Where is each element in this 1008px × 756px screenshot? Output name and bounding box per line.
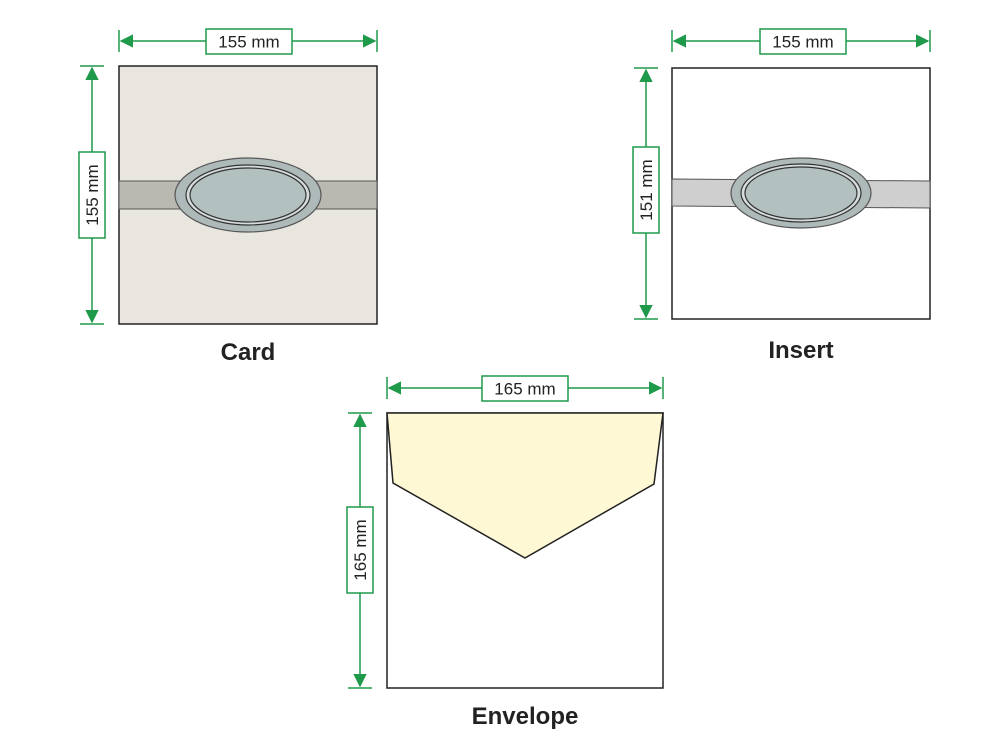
insert-group: 155 mm 151 mm Insert bbox=[632, 28, 931, 364]
card-group: 155 mm 155 mm Card bbox=[78, 28, 378, 366]
card-width-label-box bbox=[205, 28, 293, 55]
insert-width-label: 155 mm bbox=[772, 33, 833, 52]
insert-height-label-box bbox=[632, 146, 660, 234]
envelope-group: 165 mm 165 mm Envelope bbox=[346, 375, 664, 730]
card-width-label: 155 mm bbox=[218, 33, 279, 52]
card-oval-inner bbox=[189, 167, 307, 223]
insert-width-label-box bbox=[759, 28, 847, 55]
envelope-width-label-box bbox=[481, 375, 569, 402]
envelope-width-label: 165 mm bbox=[494, 380, 555, 399]
card-caption: Card bbox=[221, 339, 276, 366]
envelope-caption: Envelope bbox=[472, 703, 579, 730]
card-height-label: 155 mm bbox=[83, 164, 102, 225]
insert-caption: Insert bbox=[768, 337, 833, 364]
envelope-height-label-box bbox=[346, 506, 374, 594]
insert-height-label: 151 mm bbox=[637, 159, 656, 220]
envelope-flap bbox=[386, 412, 664, 559]
envelope-height-label: 165 mm bbox=[351, 519, 370, 580]
card-height-label-box bbox=[78, 151, 106, 239]
insert-oval-inner bbox=[744, 166, 858, 220]
